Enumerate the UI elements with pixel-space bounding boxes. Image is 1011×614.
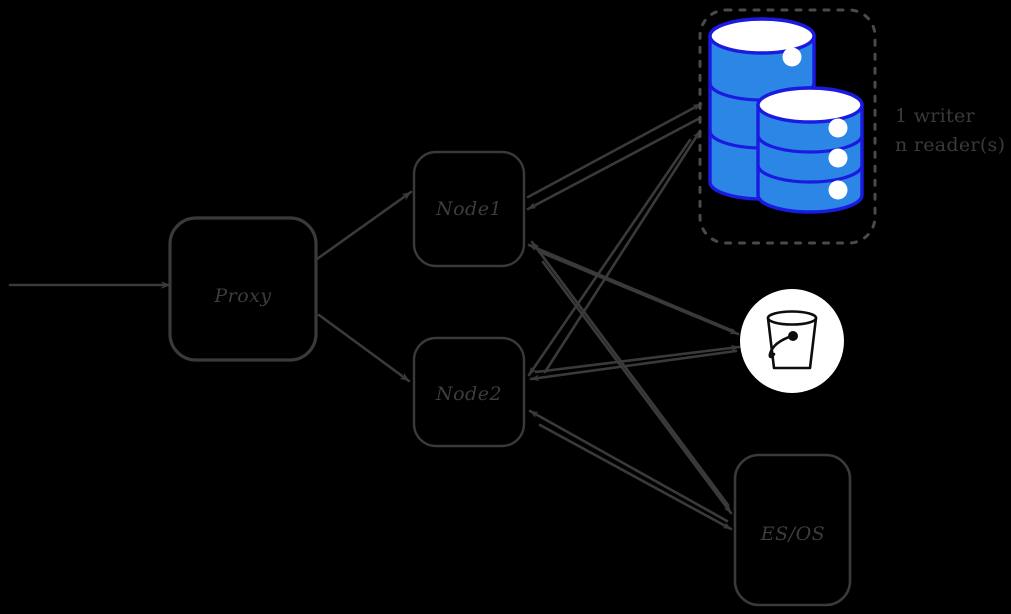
edge-bucket-to-node2	[529, 349, 738, 382]
edge-proxy-to-node2	[317, 313, 411, 383]
bucket-handle-rivet	[788, 331, 798, 341]
edge-node2-to-esos	[538, 423, 733, 531]
db-secondary-top	[756, 86, 864, 124]
db-primary-top	[708, 17, 816, 55]
edge-node1-to-database	[526, 102, 703, 199]
esos-box[interactable]	[733, 453, 852, 607]
proxy-box[interactable]	[168, 216, 318, 362]
db-secondary-divider-2	[756, 164, 864, 184]
database-annotation: 1 writer n reader(s)	[895, 105, 1005, 156]
edge-database-to-node2	[527, 138, 692, 377]
esos-node[interactable]: ES/OS	[733, 453, 852, 607]
database-cylinder-secondary[interactable]	[756, 86, 864, 214]
edge-node2-to-database	[543, 129, 702, 374]
db-secondary-indicator-1	[828, 118, 848, 138]
edge-database-to-node1	[526, 116, 702, 211]
annotation-reader-line: n reader(s)	[895, 134, 1005, 156]
edge-node2-to-bucket	[534, 344, 741, 374]
annotation-writer-line: 1 writer	[895, 105, 976, 127]
node1-box[interactable]	[412, 150, 526, 268]
db-secondary-indicator-2	[828, 148, 848, 168]
edge-proxy-to-node1	[315, 190, 413, 261]
node1-label: Node1	[435, 198, 502, 220]
edge-esos-to-node2	[528, 409, 729, 523]
database-cluster[interactable]	[698, 8, 877, 245]
bucket-handle	[768, 334, 794, 359]
connection-lines	[8, 102, 741, 531]
bucket-rim	[766, 310, 818, 326]
esos-label: ES/OS	[760, 523, 825, 545]
node1[interactable]: Node1	[412, 150, 526, 268]
proxy-node[interactable]: Proxy	[168, 216, 318, 362]
node2[interactable]: Node2	[412, 336, 526, 448]
node2-box[interactable]	[412, 336, 526, 448]
edge-bucket-to-node1	[527, 243, 735, 333]
edge-node1-to-esos	[541, 260, 733, 515]
proxy-label: Proxy	[213, 285, 271, 307]
database-dashed-border	[698, 8, 877, 245]
db-secondary-indicator-3	[828, 180, 848, 200]
node2-label: Node2	[435, 383, 502, 405]
edge-esos-to-node1	[530, 240, 730, 507]
object-storage-bucket[interactable]	[740, 289, 844, 393]
db-primary-indicator-1	[782, 47, 802, 67]
db-secondary-divider-1	[756, 134, 864, 154]
